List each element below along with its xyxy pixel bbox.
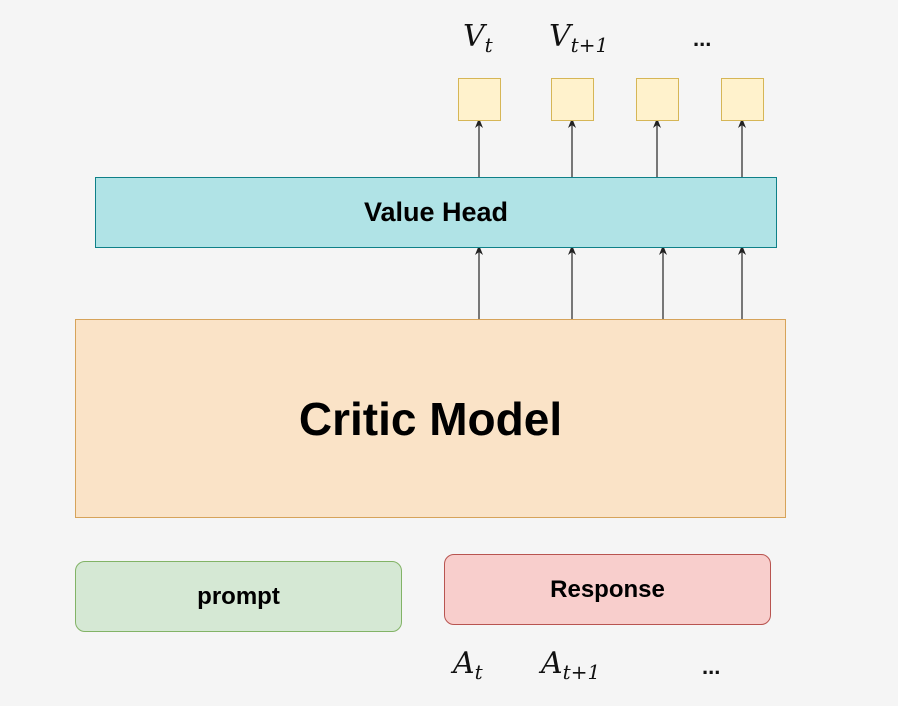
input-label-a-t-plus-1: At+1: [541, 646, 601, 684]
value-output-box-3: [636, 78, 679, 121]
value-output-box-1: [458, 78, 501, 121]
response-label: Response: [550, 575, 665, 603]
output-label-v-t-plus-1: Vt+1: [549, 19, 609, 57]
value-head-label: Value Head: [363, 197, 509, 227]
input-label-a-t: At: [453, 646, 483, 684]
prompt-label: prompt: [197, 582, 280, 610]
response-block: Response: [444, 554, 771, 625]
prompt-block: prompt: [75, 561, 402, 632]
output-label-v-t: Vt: [463, 19, 493, 57]
critic-model-block: Critic Model: [75, 319, 786, 518]
value-output-box-4: [721, 78, 764, 121]
input-ellipsis: ...: [702, 654, 721, 679]
critic-model-label: Critic Model: [298, 392, 563, 445]
value-head-block: Value Head: [95, 177, 777, 248]
output-ellipsis: ...: [693, 26, 712, 51]
value-output-box-2: [551, 78, 594, 121]
